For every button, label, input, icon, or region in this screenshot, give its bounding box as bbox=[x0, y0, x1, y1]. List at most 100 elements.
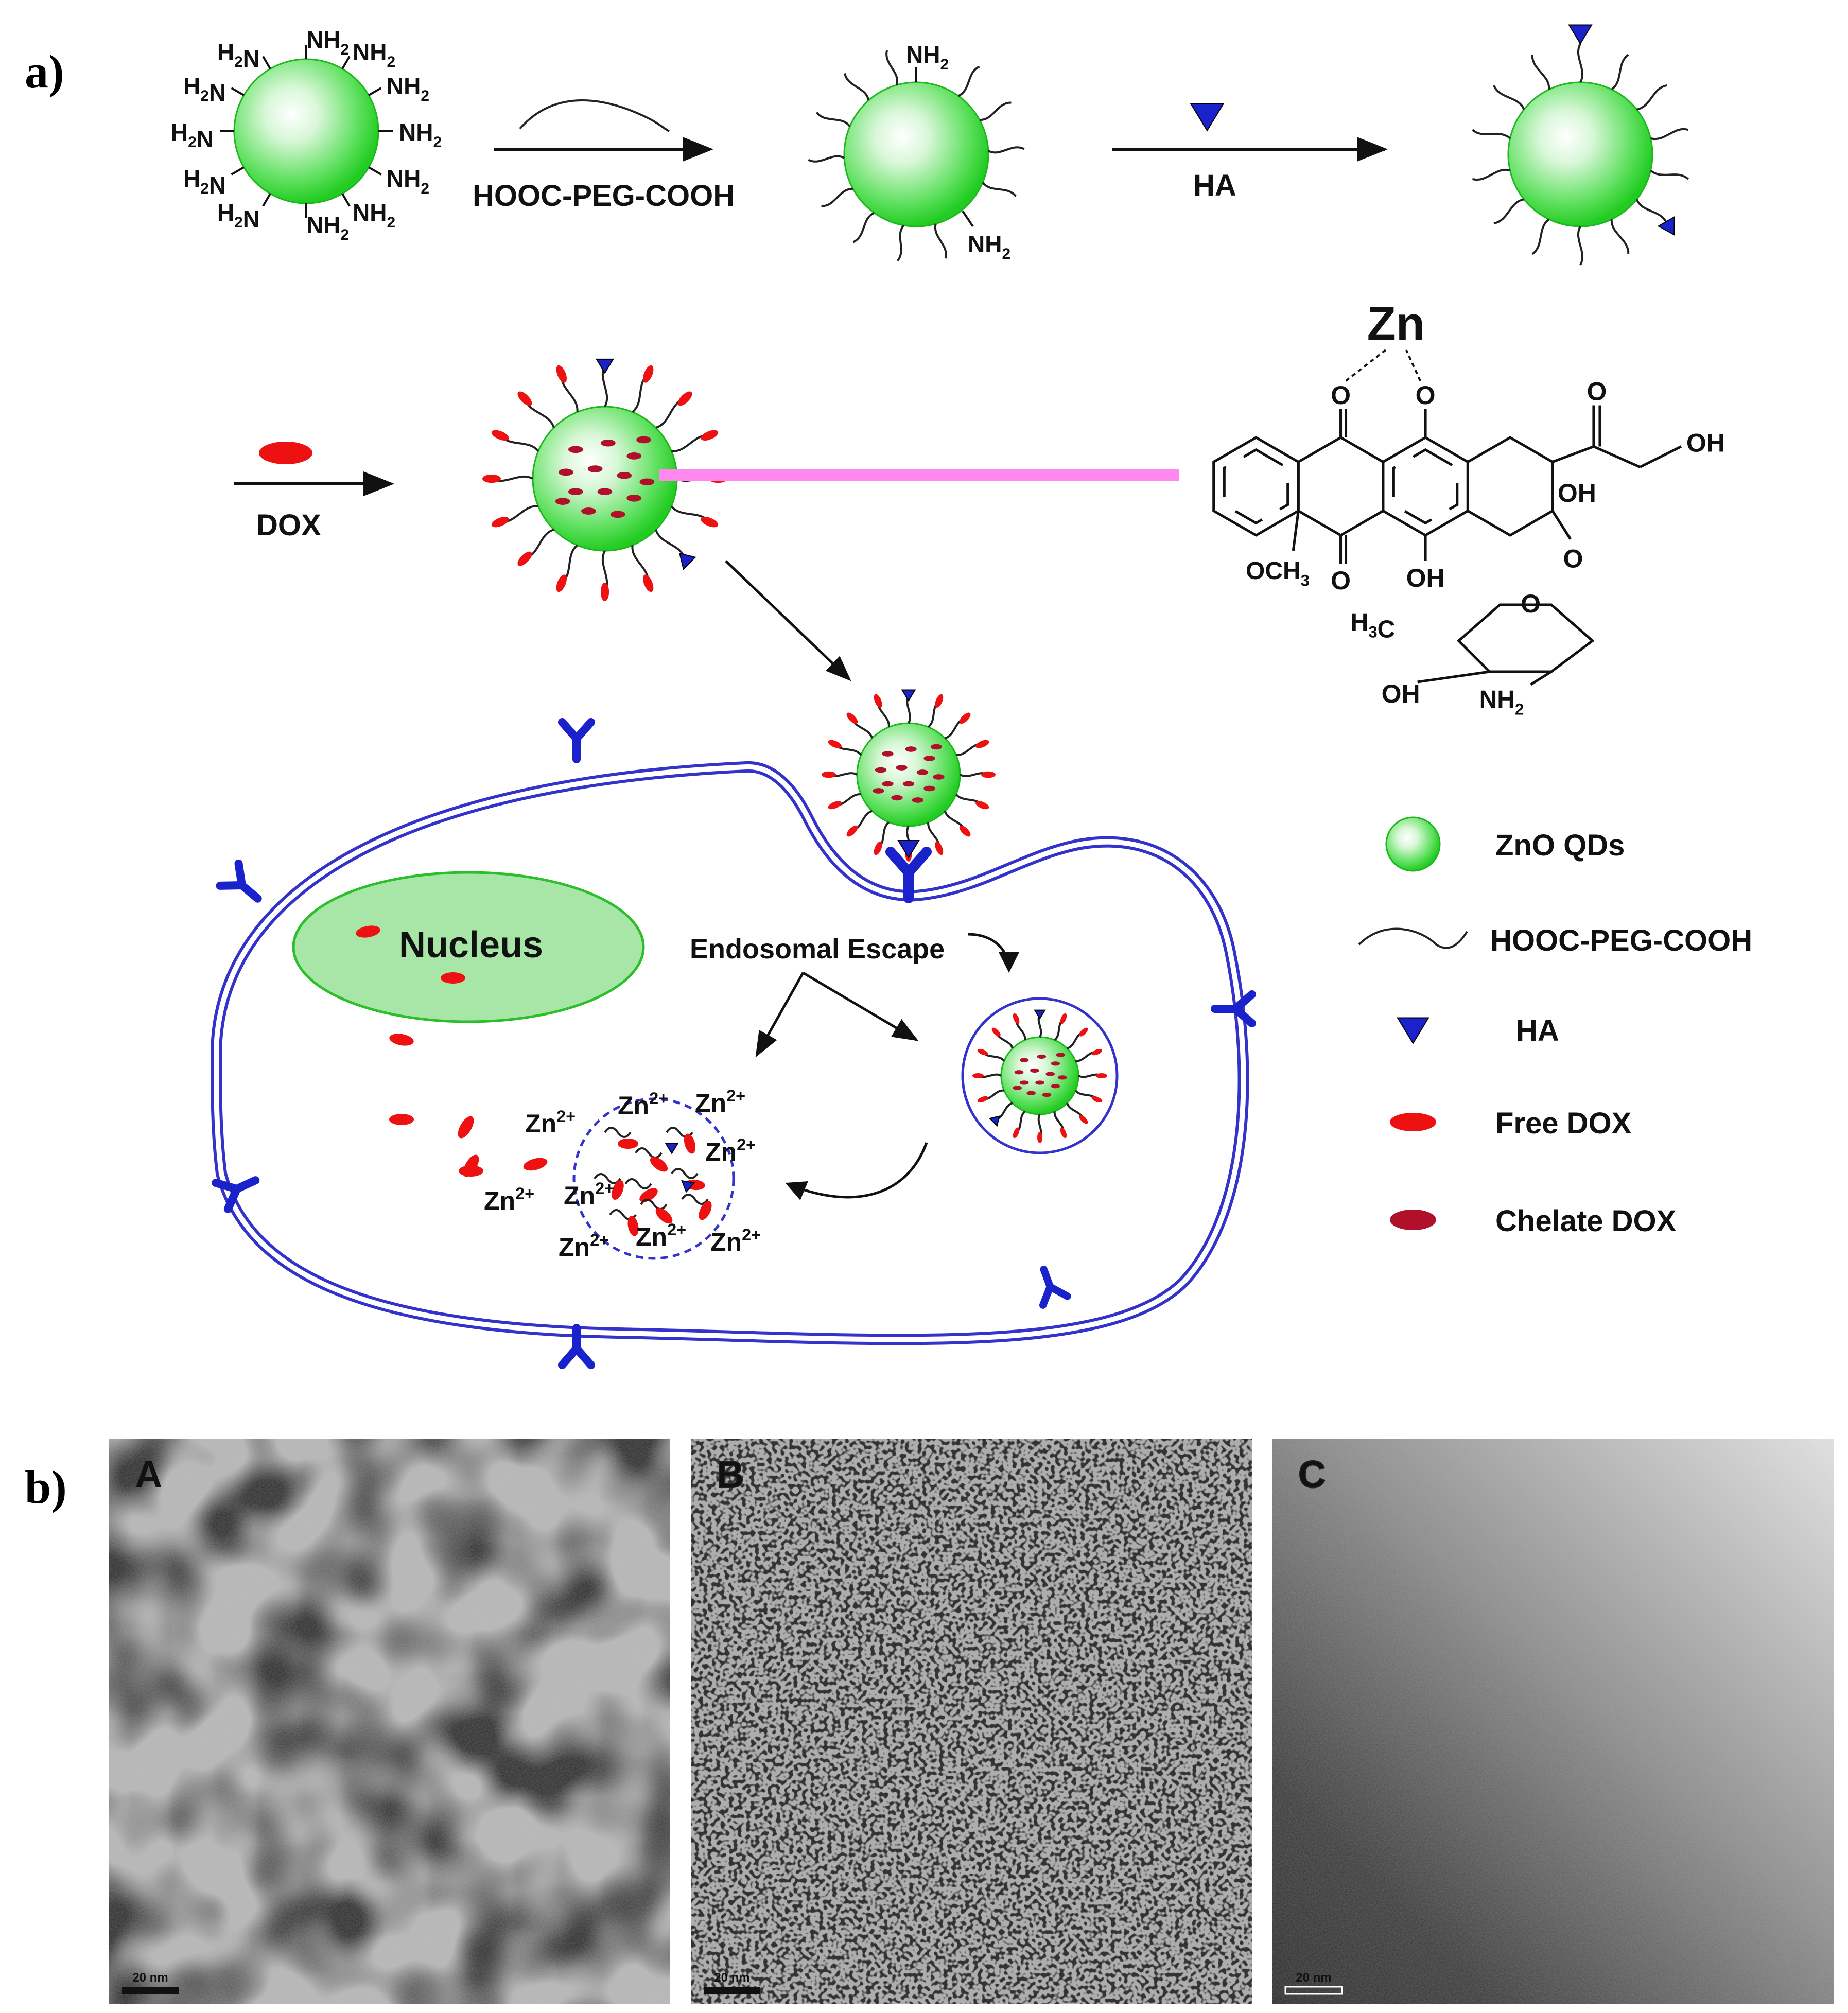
free-dox-icon bbox=[491, 430, 509, 441]
free-dox-icon bbox=[523, 1158, 548, 1171]
ha-qd bbox=[1472, 24, 1689, 266]
hydroxyl-label: OH bbox=[1558, 479, 1596, 507]
chelate-dox-icon bbox=[905, 746, 917, 752]
methyl-label: H3C bbox=[1351, 609, 1396, 643]
free-dox-icon bbox=[977, 1096, 988, 1103]
endocytosis-arrow bbox=[967, 933, 1019, 973]
amine-bond bbox=[341, 193, 351, 207]
peg-fragment bbox=[640, 1199, 668, 1210]
free-dox-icon bbox=[643, 365, 654, 383]
zinc-label: Zn bbox=[1367, 297, 1425, 350]
amine-label: NH2 bbox=[353, 199, 395, 231]
scale-bar-label: 20 nm bbox=[132, 1971, 168, 1985]
chelate-dox-icon bbox=[626, 452, 642, 460]
free-dox-icon bbox=[846, 712, 858, 724]
cd44-receptor-icon bbox=[1211, 990, 1256, 1027]
free-dox-icon bbox=[650, 1157, 668, 1172]
scale-bar-label: 20 nm bbox=[1296, 1971, 1331, 1985]
peg-chain bbox=[1472, 168, 1511, 181]
amino-label: NH2 bbox=[1479, 686, 1524, 718]
legend-label: Free DOX bbox=[1495, 1107, 1632, 1140]
chelate-dox-icon bbox=[923, 756, 935, 761]
amine-bond bbox=[262, 56, 271, 69]
amine-label: NH2 bbox=[306, 26, 349, 58]
legend-label: ZnO QDs bbox=[1495, 829, 1625, 862]
free-dox-icon bbox=[684, 1133, 696, 1154]
zinc-ion-label: Zn2+ bbox=[636, 1220, 686, 1251]
free-dox-icon bbox=[517, 391, 532, 406]
chelate-dox-icon bbox=[597, 488, 613, 496]
ha-triangle-icon bbox=[678, 552, 696, 570]
free-dox-icon bbox=[627, 1216, 639, 1236]
oxygen-label: O bbox=[1331, 381, 1351, 410]
zinc-ion-label: Zn2+ bbox=[695, 1087, 745, 1117]
peg-chain bbox=[982, 182, 1017, 197]
ring-2 bbox=[1297, 436, 1385, 537]
chelate-dox-icon bbox=[1042, 1092, 1052, 1097]
chelate-dox-icon bbox=[559, 468, 573, 476]
free-dox-icon bbox=[701, 430, 719, 441]
chelate-dox-icon bbox=[639, 478, 655, 486]
amine-label: NH2 bbox=[387, 73, 429, 104]
peg-fragment bbox=[624, 1178, 652, 1189]
free-dox-icon bbox=[389, 1034, 414, 1046]
free-dox-icon bbox=[643, 574, 654, 592]
ha-triangle-icon bbox=[901, 689, 916, 702]
free-dox-icon bbox=[828, 740, 842, 748]
chelate-link-bar bbox=[659, 469, 1179, 481]
zno-qd-icon bbox=[1507, 81, 1653, 227]
free-dox-icon bbox=[959, 712, 971, 724]
amine-bond bbox=[962, 210, 974, 227]
free-dox-icon bbox=[1091, 1048, 1103, 1056]
legend-item: ZnO QDs bbox=[1385, 816, 1625, 872]
peg-chain bbox=[1635, 199, 1668, 224]
amine-label: H2N bbox=[217, 39, 260, 72]
free-dox-icon bbox=[874, 694, 882, 708]
tem-panel-a bbox=[109, 1439, 670, 2004]
nucleus-label: Nucleus bbox=[399, 924, 543, 966]
free-dox-icon bbox=[991, 1027, 1001, 1037]
free-dox-icon bbox=[1096, 1073, 1107, 1078]
chelate-dox-icon bbox=[1019, 1058, 1029, 1062]
chelate-dox-icon bbox=[930, 744, 943, 750]
amine-label: NH2 bbox=[306, 212, 349, 243]
step3-reagent-label: DOX bbox=[256, 509, 321, 542]
amine-label: NH2 bbox=[906, 41, 949, 73]
zinc-ion-label: Zn2+ bbox=[559, 1231, 609, 1262]
zno-qd-icon bbox=[1385, 816, 1441, 872]
cd44-receptor-icon bbox=[558, 1324, 595, 1369]
oxygen-label: O bbox=[1563, 545, 1583, 573]
ring-4 bbox=[1466, 436, 1554, 537]
free-dox-icon bbox=[1091, 1096, 1103, 1103]
peg-chain bbox=[852, 212, 875, 243]
chelate-dox-icon bbox=[1056, 1053, 1066, 1057]
hydroxyl-label: OH bbox=[1382, 679, 1420, 708]
free-dox-icon bbox=[701, 517, 719, 528]
step3-arrow bbox=[234, 442, 394, 496]
free-dox-icon bbox=[935, 694, 944, 708]
peg-chain-icon bbox=[1358, 927, 1468, 949]
ha-triangle-icon bbox=[1397, 1017, 1429, 1044]
free-dox-icon bbox=[935, 842, 944, 855]
peg-chain bbox=[1577, 226, 1584, 266]
free-dox-icon bbox=[389, 1114, 414, 1125]
amine-label: NH2 bbox=[353, 39, 395, 71]
chelate-dox-icon bbox=[610, 511, 625, 518]
free-dox-icon bbox=[1079, 1027, 1088, 1037]
panel-b-label: b) bbox=[25, 1461, 67, 1513]
step1-reagent-label: HOOC-PEG-COOH bbox=[473, 179, 735, 213]
amine-bond bbox=[231, 87, 245, 96]
ring-a-aromatic bbox=[1223, 448, 1289, 525]
chelate-dox-icon bbox=[933, 774, 945, 780]
chelate-dox-icon bbox=[902, 781, 915, 787]
endosome-qd bbox=[972, 1009, 1107, 1143]
peg-chain bbox=[1493, 85, 1525, 110]
docking-qd bbox=[822, 689, 996, 862]
peg-chain bbox=[1636, 84, 1667, 111]
escape-arrow bbox=[802, 971, 919, 1041]
amine-label: H2N bbox=[217, 199, 260, 233]
cd44-receptor-icon bbox=[558, 718, 595, 763]
zinc-ion-label: Zn2+ bbox=[710, 1226, 761, 1256]
